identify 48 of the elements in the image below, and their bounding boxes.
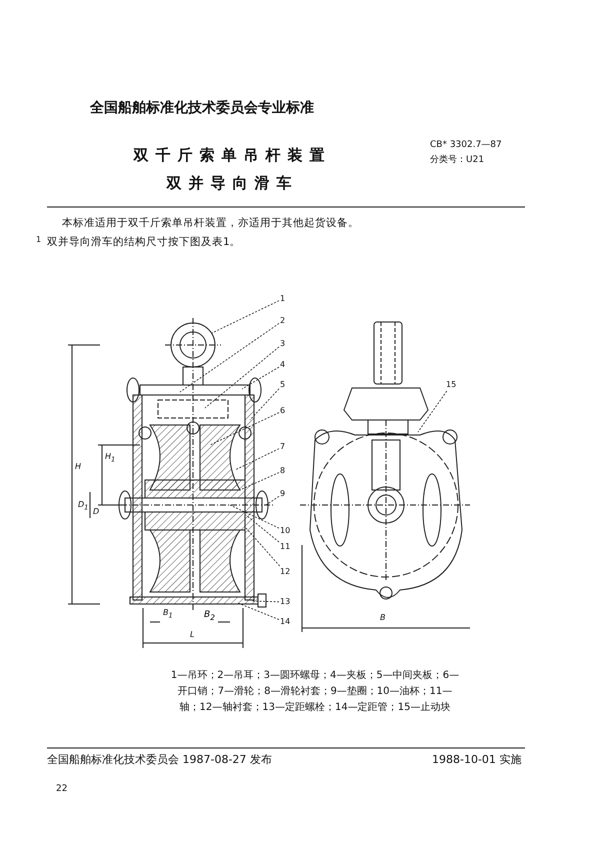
callout-number: 14 [280,617,290,627]
dimension-label: H$_{1}$ [105,452,116,464]
callout-number: 4 [280,360,286,370]
callout-number: 11 [280,542,290,552]
page-number: 22 [56,784,68,794]
standard-number: CB* 3302.7—87 [430,140,502,150]
header-text: 全国船舶标准化技术委员会专业标准 [90,99,314,117]
leader-line [418,390,448,432]
callout-number: 7 [280,442,286,452]
classification-number: 分类号：U21 [430,154,484,166]
callout-number: 6 [280,406,286,416]
callout-number: 15 [446,380,456,390]
dimension-label: B [380,613,386,622]
leader-line [238,602,280,620]
callout-number: 1 [280,294,286,304]
leader-line [246,514,280,542]
dimension-label: D [93,507,100,516]
parts-list-caption: 1—吊环；2—吊耳；3—圆环螺母；4—夹板；5—中间夹板；6—开口销；7—滑轮；8—滑轮衬套；9—垫圈；10—油杯；11—轴；12—轴衬套；13—定距螺栓；14—定距管；15—止动块 [170,668,460,715]
leader-line [180,323,280,392]
dimension-label: B$_{2}$ [204,610,215,622]
dimension-label: B$_{1}$ [163,608,173,620]
leader-line [212,300,280,334]
leader-line [242,366,280,390]
leader-line [266,496,280,506]
leader-line [246,528,280,566]
callout-number: 12 [280,567,290,577]
leader-line [252,600,280,602]
leader-line [250,388,280,420]
callout-number: 2 [280,316,286,326]
leader-line [234,448,280,470]
margin-mark: 1 [36,235,42,244]
footer-text: 全国船舶标准化技术委员会 1987-08-27 发布 [47,752,272,767]
leader-line [230,504,280,529]
callout-number: 13 [280,597,290,607]
dimension-label: H [75,462,82,471]
intro-paragraph: 本标准适用于双千斤索单吊杆装置，亦适用于其他起货设备。双并导向滑车的结构尺寸按下图及表1。 [47,216,360,250]
leader-line [240,472,280,490]
leader-line [204,346,280,408]
callout-number: 9 [280,489,286,499]
document-title: 双千斤索单吊杆装置双并导向滑车 [132,145,332,194]
dimension-label: D$_{1}$ [78,500,88,512]
callout-number: 5 [280,380,286,390]
callout-number: 3 [280,339,286,349]
callout-number: 8 [280,466,286,476]
callout-number: 10 [280,526,290,536]
footer-date: 1988-10-01 实施 [432,752,522,767]
leader-line [210,412,280,446]
dimension-label: L [190,630,194,639]
